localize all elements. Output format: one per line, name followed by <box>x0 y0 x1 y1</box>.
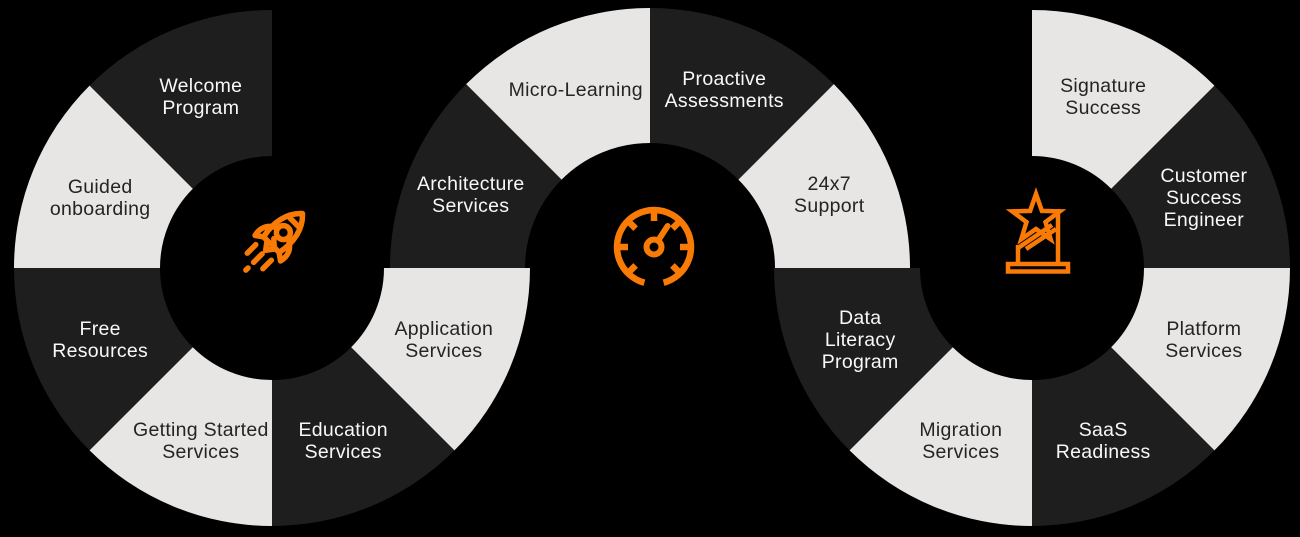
rocket-speed-line-3 <box>260 257 275 272</box>
segment-label-line: Services <box>432 195 509 217</box>
segment-label-line: 24x7 <box>807 173 851 195</box>
speedometer-icon <box>613 206 695 286</box>
segment-label-line: Services <box>162 441 239 463</box>
rocket-nose-line <box>286 214 302 230</box>
segment-label-micro-learning: Micro-Learning <box>509 79 643 101</box>
trophy-star <box>1005 187 1067 245</box>
segment-label-line: Success <box>1166 187 1242 209</box>
segment-label-line: Proactive <box>682 68 766 90</box>
speedometer-tick-1 <box>670 218 683 231</box>
segment-label-line: Support <box>794 195 865 217</box>
segment-guided-onboarding <box>14 85 193 268</box>
segment-label-line: Guided <box>68 176 133 198</box>
segment-welcome-program <box>89 10 272 189</box>
segment-label-line: Readiness <box>1056 441 1151 463</box>
segment-label-line: Education <box>298 419 387 441</box>
segment-proactive-assessments <box>650 8 834 180</box>
segment-label-line: Engineer <box>1164 209 1245 231</box>
segment-label-line: Services <box>1165 340 1242 362</box>
rocket-fin-right <box>276 239 293 264</box>
segment-label-line: Signature <box>1060 75 1146 97</box>
rocket-speed-line-1 <box>244 241 259 256</box>
segment-education-services <box>272 347 455 526</box>
segment-free-resources <box>14 268 193 451</box>
segment-24x7-support <box>738 84 910 268</box>
segment-label-line: Resources <box>52 340 148 362</box>
segment-label-line: Migration <box>919 419 1002 441</box>
segment-platform-services <box>1111 268 1290 451</box>
segment-label-line: Architecture <box>417 173 525 195</box>
rocket-fin-left <box>252 223 277 240</box>
speedometer-hub <box>643 236 665 258</box>
segment-application-services <box>351 268 530 451</box>
segment-architecture-services <box>390 84 562 268</box>
segment-saas-readiness <box>1032 347 1215 526</box>
trophy-base <box>1005 261 1071 274</box>
segment-micro-learning <box>466 8 650 180</box>
segment-label-line: Literacy <box>825 329 896 351</box>
ring-segments <box>14 8 1290 526</box>
rocket-flame <box>262 237 279 254</box>
segment-label-line: Customer <box>1160 165 1247 187</box>
segment-label-line: Welcome <box>159 75 242 97</box>
rocket-icon <box>243 210 306 273</box>
trophy-sash-1 <box>1016 223 1054 250</box>
segment-label-line: Program <box>162 97 239 119</box>
segment-label-line: Program <box>822 351 899 373</box>
segment-label-line: onboarding <box>50 198 151 220</box>
segment-label-line: Application <box>394 318 493 340</box>
segment-data-literacy-program <box>774 268 953 451</box>
speedometer-tick-7 <box>625 263 638 276</box>
rocket-window <box>273 222 294 243</box>
segment-label-line: Data <box>839 307 881 329</box>
segment-label-line: Free <box>80 318 121 340</box>
segment-label-line: Getting Started <box>133 419 269 441</box>
trophy-icon <box>1005 187 1071 274</box>
segment-label-line: Platform <box>1166 318 1241 340</box>
segment-label-line: Services <box>305 441 382 463</box>
segment-customer-success-engineer <box>1111 85 1290 268</box>
speedometer-tick-10 <box>625 218 638 231</box>
speedometer-tick-4 <box>670 263 683 276</box>
segment-signature-success <box>1032 10 1215 189</box>
trophy-sash-2 <box>1024 227 1058 251</box>
segment-label-line: Services <box>405 340 482 362</box>
rocket-body-dash <box>271 235 277 249</box>
segment-label-line: SaaS <box>1079 419 1128 441</box>
speedometer-needle <box>655 223 671 243</box>
segment-label-line: Micro-Learning <box>509 79 643 101</box>
rocket-speed-line-2 <box>243 251 265 273</box>
segment-label-line: Success <box>1065 97 1141 119</box>
segment-getting-started-services <box>89 347 272 526</box>
segment-migration-services <box>849 347 1032 526</box>
segment-label-line: Assessments <box>665 90 784 112</box>
segment-label-line: Services <box>922 441 999 463</box>
